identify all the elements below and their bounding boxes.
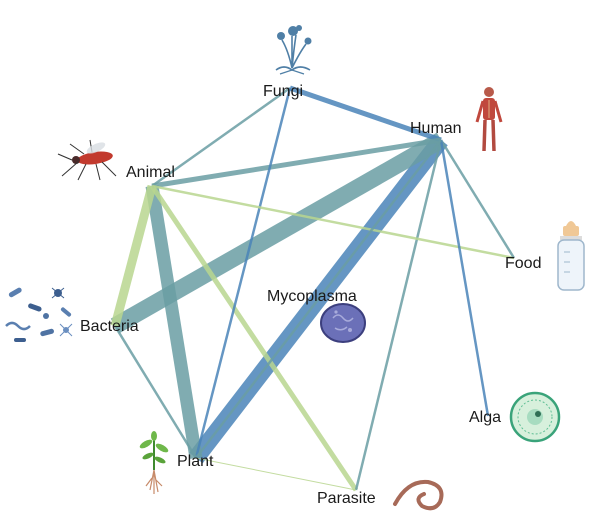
edge-animal-parasite (149, 184, 359, 492)
plant-icon (139, 431, 169, 494)
node-label-bacteria: Bacteria (80, 318, 139, 335)
edge-fungi-plant (194, 87, 292, 459)
node-label-fungi: Fungi (263, 83, 303, 100)
edge-plant-animal (145, 184, 203, 460)
human-body-icon (475, 87, 503, 152)
node-label-mycoplasma: Mycoplasma (267, 288, 357, 305)
worm-icon (393, 479, 444, 511)
edge-bacteria-animal (110, 184, 157, 328)
edge-parasite-human (354, 139, 443, 491)
node-label-food: Food (505, 255, 541, 272)
edge-human-food (439, 139, 516, 259)
edge-fungi-animal (151, 86, 291, 188)
edge-plant-human (195, 139, 442, 459)
edge-bacteria-plant (113, 325, 198, 459)
node-label-parasite: Parasite (317, 490, 376, 507)
mycoplasma-cell-icon (320, 303, 366, 343)
mosquito-icon (57, 139, 117, 181)
edge-animal-human (151, 137, 442, 189)
node-label-animal: Animal (126, 164, 175, 181)
alga-cell-icon (509, 391, 561, 443)
edge-animal-food (151, 184, 515, 260)
fungi-icon (275, 25, 312, 75)
baby-bottle-icon (557, 221, 585, 291)
edge-fungi-human (289, 85, 442, 143)
node-label-plant: Plant (177, 453, 214, 470)
node-label-human: Human (410, 120, 462, 137)
node-label-alga: Alga (469, 409, 501, 426)
bacteria-icon (5, 287, 73, 342)
edge-human-alga (439, 139, 490, 417)
edge-plant-parasite (195, 457, 357, 491)
edge-layer (110, 85, 516, 492)
